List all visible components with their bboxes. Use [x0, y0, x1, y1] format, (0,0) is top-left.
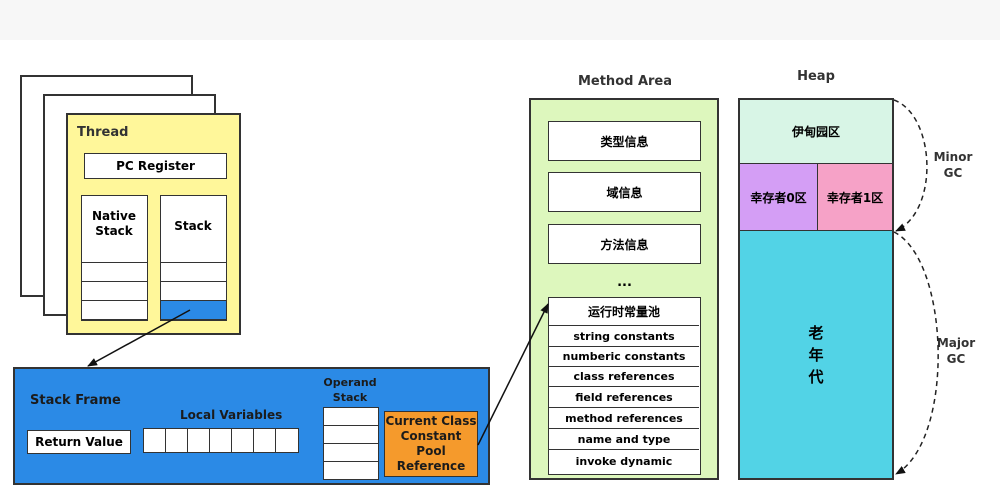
top-band: [0, 0, 1000, 40]
stack-slot-current: [160, 300, 227, 320]
type-info: 类型信息: [548, 121, 701, 161]
operand-stack: [323, 407, 379, 481]
local-variables-array: [143, 428, 301, 453]
stack-frame: Stack Frame Return Value Local Variables…: [13, 367, 490, 485]
heap: 伊甸园区 幸存者0区 幸存者1区 老 年 代: [738, 98, 894, 480]
operand-stack-slot: [323, 461, 379, 480]
major-gc-arrow: [893, 231, 939, 475]
constant-pool-ref-arrow: [477, 303, 549, 446]
minor-gc-arrow: [893, 99, 928, 232]
old-generation: 老 年 代: [740, 231, 892, 478]
operand-stack-label: Operand Stack: [323, 376, 377, 404]
field-info: 域信息: [548, 172, 701, 212]
native-stack-label: Native Stack: [92, 209, 136, 238]
pool-item: method references: [549, 408, 699, 429]
pool-item: numberic constants: [549, 347, 699, 367]
thread-title: Thread: [77, 125, 129, 140]
pc-register: PC Register: [84, 153, 227, 179]
pool-item: class references: [549, 367, 699, 387]
runtime-constant-pool-title: 运行时常量池: [549, 298, 699, 326]
eden-space: 伊甸园区: [740, 100, 892, 164]
stack-to-frame-arrow: [87, 309, 191, 367]
minor-gc-label: Minor GC: [933, 150, 973, 180]
heap-title: Heap: [797, 68, 835, 84]
survivor-1: 幸存者1区: [818, 164, 892, 231]
pool-item: name and type: [549, 429, 699, 450]
native-stack-slot: [81, 300, 148, 320]
runtime-constant-pool: 运行时常量池 string constants numberic constan…: [548, 297, 701, 475]
stack-label: Stack: [174, 219, 212, 233]
local-variable-slot: [275, 428, 299, 453]
method-info: 方法信息: [548, 224, 701, 264]
native-stack: Native Stack: [81, 195, 148, 321]
method-area-title: Method Area: [577, 73, 673, 89]
pool-item: string constants: [549, 326, 699, 347]
constant-pool-reference: Current Class Constant Pool Reference: [384, 411, 478, 477]
stack: Stack: [160, 195, 227, 321]
pool-item: field references: [549, 387, 699, 408]
local-variables-label: Local Variables: [180, 408, 283, 422]
stack-frame-title: Stack Frame: [30, 393, 121, 408]
more-ellipsis: ...: [617, 274, 632, 290]
thread-box: Thread PC Register Native Stack Stack: [66, 113, 241, 335]
pool-item: invoke dynamic: [575, 454, 673, 468]
method-area: 类型信息 域信息 方法信息 ... 运行时常量池 string constant…: [529, 98, 719, 480]
return-value: Return Value: [27, 430, 131, 454]
survivor-0: 幸存者0区: [740, 164, 818, 231]
major-gc-label: Major GC: [936, 336, 976, 366]
